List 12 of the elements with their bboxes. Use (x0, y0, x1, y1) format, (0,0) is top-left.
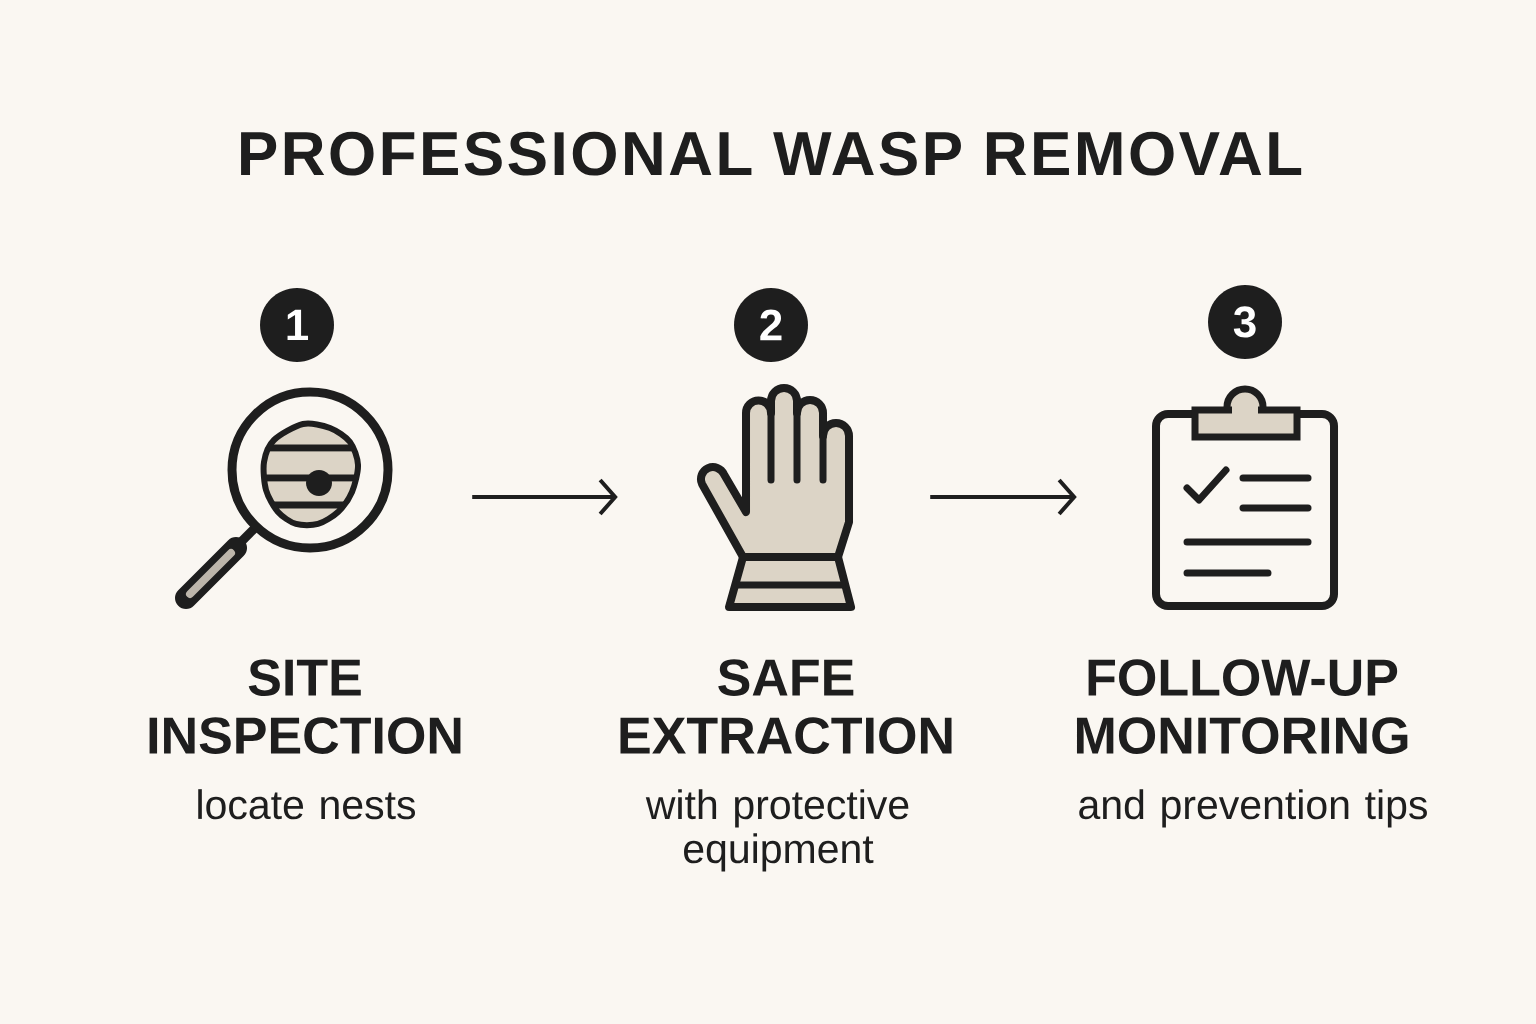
number-badge: 1 (260, 288, 334, 362)
number-badge: 2 (734, 288, 808, 362)
arrow (930, 478, 1077, 516)
step-heading: SITE INSPECTION (149, 659, 461, 754)
step-description: locate nests (198, 789, 416, 820)
step-heading: SAFE EXTRACTION (620, 659, 952, 754)
step-description: and prevention tips (1079, 789, 1427, 828)
step-heading: FOLLOW-UP MONITORING (1076, 659, 1408, 754)
number-badge: 3 (1208, 285, 1282, 359)
step-description: with protective equipment (645, 789, 909, 872)
title: PROFESSIONAL WASP REMOVAL (241, 131, 1302, 176)
arrow (472, 478, 618, 516)
